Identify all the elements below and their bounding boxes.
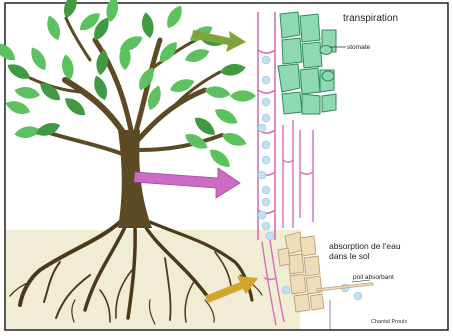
label-absorption-line1: absorption de l'eau	[329, 242, 401, 251]
water-droplet	[262, 198, 270, 206]
water-droplet	[258, 171, 266, 179]
label-poil-absorbant: poil absorbant	[353, 274, 394, 281]
water-droplet	[262, 156, 270, 164]
label-transpiration: transpiration	[343, 13, 398, 24]
water-droplet	[262, 222, 270, 230]
water-droplet	[258, 211, 266, 219]
water-droplet	[262, 98, 270, 106]
water-droplet	[262, 186, 270, 194]
water-droplet	[282, 286, 290, 294]
label-credit: Chantal Proulx	[371, 319, 407, 325]
water-droplet	[262, 56, 270, 64]
water-droplet	[262, 141, 270, 149]
water-droplet	[258, 124, 266, 132]
water-droplet	[262, 76, 270, 84]
label-absorption-line2: dans le sol	[329, 252, 370, 261]
water-droplet	[266, 232, 274, 240]
water-droplet	[262, 114, 270, 122]
label-stomate: stomate	[347, 44, 370, 51]
water-droplet	[354, 292, 362, 300]
